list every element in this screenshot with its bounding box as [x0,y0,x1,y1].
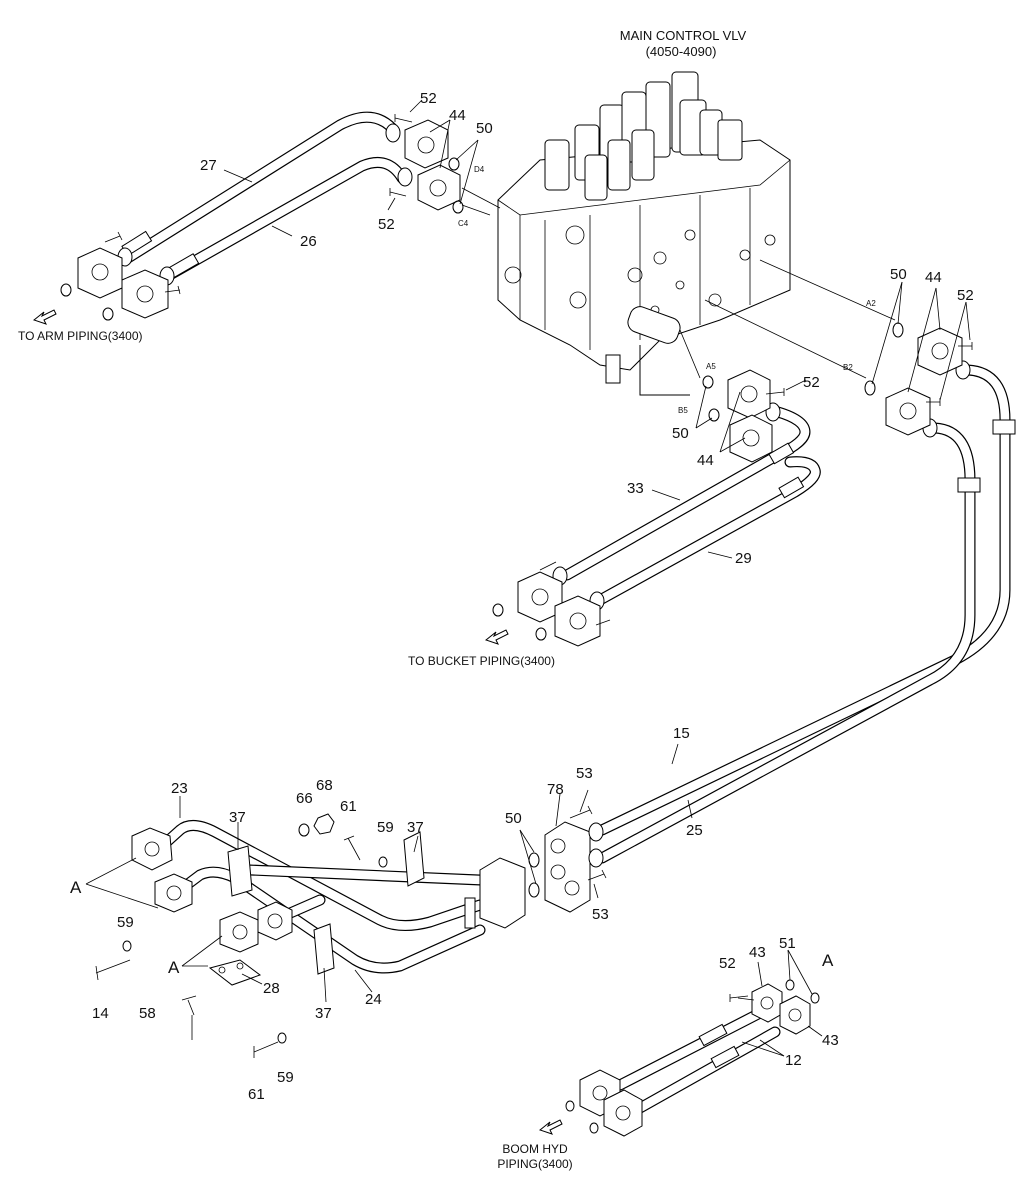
callout-25: 25 [686,822,703,839]
port-label-d4: D4 [474,165,485,174]
callout-52: 52 [420,90,437,107]
callout-43: 43 [822,1032,839,1049]
callout-50: 50 [890,266,907,283]
callout-50: 50 [476,120,493,137]
hose-27 [121,111,398,264]
caption-arm-piping: TO ARM PIPING(3400) [18,329,142,343]
main-control-valve [497,71,791,396]
callout-52: 52 [719,955,736,972]
port-label-b2: B2 [843,363,853,372]
callout-44: 44 [697,452,714,469]
callout-61: 61 [340,798,357,815]
callout-43: 43 [749,944,766,961]
port-label-a5: A5 [706,362,716,371]
callout-50: 50 [672,425,689,442]
callout-A: A [168,958,180,977]
hose-26 [162,157,408,282]
callout-33: 33 [627,480,644,497]
caption-boom-line-2: PIPING(3400) [497,1157,572,1171]
callout-26: 26 [300,233,317,250]
title-line-2: (4050-4090) [646,44,717,59]
manifold-78 [544,821,591,913]
caption-bucket-piping: TO BUCKET PIPING(3400) [408,654,555,668]
callout-66: 66 [296,790,313,807]
callout-59: 59 [377,819,394,836]
callout-59: 59 [117,914,134,931]
port-label-c4: C4 [458,219,469,228]
callout-68: 68 [316,777,333,794]
callout-37: 37 [229,809,246,826]
callout-58: 58 [139,1005,156,1022]
callout-28: 28 [263,980,280,997]
hose-25 [596,422,976,864]
callout-37: 37 [315,1005,332,1022]
callout-A: A [822,951,834,970]
pipe-24 [174,866,486,974]
callout-50: 50 [505,810,522,827]
port-label-b5: B5 [678,406,688,415]
callout-52: 52 [957,287,974,304]
callout-44: 44 [925,269,942,286]
callout-14: 14 [92,1005,109,1022]
callout-78: 78 [547,781,564,798]
callout-12: 12 [785,1052,802,1069]
callout-27: 27 [200,157,217,174]
callout-15: 15 [673,725,690,742]
port-label-a2: A2 [866,299,876,308]
hose-12 [614,1006,781,1114]
title-line-1: MAIN CONTROL VLV [620,28,747,43]
callout-53: 53 [592,906,609,923]
caption-boom-line-1: BOOM HYD [502,1142,568,1156]
callout-A: A [70,878,82,897]
callout-29: 29 [735,550,752,567]
callout-52: 52 [378,216,395,233]
callout-51: 51 [779,935,796,952]
callout-23: 23 [171,780,188,797]
callout-37: 37 [407,819,424,836]
callout-24: 24 [365,991,382,1008]
callout-53: 53 [576,765,593,782]
hose-15 [596,364,1011,836]
callout-52: 52 [803,374,820,391]
callout-61: 61 [248,1086,265,1103]
callout-59: 59 [277,1069,294,1086]
callout-44: 44 [449,107,466,124]
